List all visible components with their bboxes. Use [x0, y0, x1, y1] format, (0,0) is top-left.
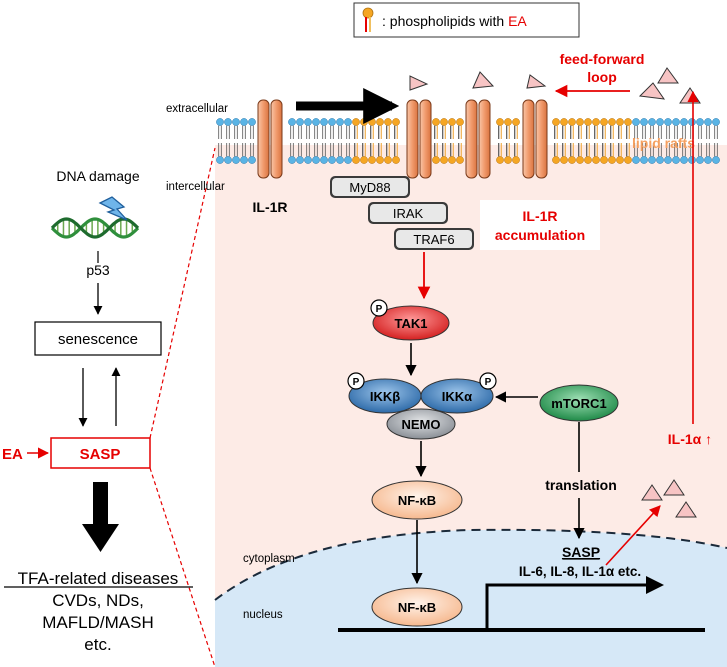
- feed-forward-label-2: loop: [587, 69, 617, 85]
- il1r-receptor-free: [257, 99, 283, 179]
- sasp-to-disease-arrow: [82, 482, 119, 552]
- intercellular-label: intercellular: [166, 181, 225, 193]
- ikka-label: IKKα: [442, 389, 472, 404]
- il1r-receptor-bound-1: [406, 99, 432, 179]
- disease-line-4: etc.: [84, 635, 111, 654]
- disease-title: TFA-related diseases: [18, 569, 179, 588]
- nemo-node: [386, 408, 456, 440]
- mtorc1-node: [539, 384, 619, 422]
- ikkb-phospho-badge: [347, 372, 365, 390]
- ikka-node: [420, 378, 494, 414]
- dna-damage-label: DNA damage: [56, 168, 139, 184]
- p53-label: p53: [86, 262, 110, 278]
- ea-label: EA: [2, 446, 23, 463]
- il1a-ligand-free-3: [679, 87, 701, 104]
- il1a-ligand-bound-2: [472, 71, 495, 89]
- sasp-label: SASP: [80, 446, 121, 463]
- nucleus-region: [215, 529, 727, 667]
- disease-line-3: MAFLD/MASH: [42, 613, 153, 632]
- zoom-line-bottom: [149, 467, 216, 667]
- zoom-line-top: [149, 147, 216, 439]
- il1r-accumulation-label-2: accumulation: [495, 227, 585, 243]
- transcription-start-arrow: [485, 583, 648, 630]
- nemo-label: NEMO: [402, 417, 441, 432]
- il1a-ligand-secreted-1: [641, 484, 663, 501]
- il1a-ligand-bound-1: [409, 75, 429, 91]
- sasp-output-title: SASP: [562, 544, 600, 560]
- svg-text:TRAF6: TRAF6: [413, 232, 454, 247]
- senescence-box: [34, 321, 162, 356]
- legend-box: [353, 2, 580, 38]
- il1a-ligand-bound-3: [526, 74, 547, 89]
- il1r-receptor-bound-3: [522, 99, 548, 179]
- nucleus-label: nucleus: [243, 609, 283, 621]
- nfkb-cytoplasm-label: NF-κB: [398, 493, 436, 508]
- ikkb-phospho-label: P: [353, 377, 360, 388]
- svg-text:MyD88: MyD88: [349, 180, 390, 195]
- il1r-label: IL-1R: [253, 199, 288, 215]
- myd88-box: MyD88: [330, 176, 410, 198]
- nfkb-nucleus-label: NF-κB: [398, 600, 436, 615]
- svg-text:IRAK: IRAK: [393, 206, 424, 221]
- transcription-arrowhead: [646, 576, 664, 594]
- senescence-label: senescence: [58, 331, 138, 348]
- sasp-output-list: IL-6, IL-8, IL-1α etc.: [519, 564, 641, 579]
- cytoplasm-label: cytoplasm: [243, 553, 295, 565]
- nfkb-cytoplasm-node: [371, 480, 463, 520]
- lipid-rafts-label: lipid rafts: [632, 135, 695, 151]
- lightning-icon: [98, 196, 128, 221]
- extracellular-label: extracellular: [166, 103, 228, 115]
- translation-label: translation: [545, 477, 617, 493]
- tak1-label: TAK1: [395, 316, 428, 331]
- tak1-phospho-label: P: [376, 304, 383, 315]
- il1r-accumulation-label-1: IL-1R: [523, 208, 558, 224]
- traf6-box: TRAF6: [394, 228, 474, 250]
- il1a-ligand-secreted-2: [663, 479, 685, 496]
- ikkb-label: IKKβ: [370, 389, 400, 404]
- dna-helix-icon: [50, 217, 140, 239]
- nfkb-nucleus-node: [371, 587, 463, 627]
- il1r-receptor-bound-2: [465, 99, 491, 179]
- mtorc1-label: mTORC1: [551, 396, 606, 411]
- tak1-phospho-badge: [370, 299, 388, 317]
- secretion-arrow: [605, 505, 661, 566]
- il1r-accumulation-box: [480, 200, 600, 250]
- ikka-phospho-badge: [479, 372, 497, 390]
- legend-text: : phospholipids with EA: [382, 13, 527, 29]
- disease-line-2: CVDs, NDs,: [52, 591, 144, 610]
- il1a-ligand-free-1: [638, 82, 666, 100]
- irak-box: IRAK: [368, 202, 448, 224]
- il1a-ligand-secreted-3: [675, 501, 697, 518]
- il1a-label: IL-1α ↑: [668, 431, 712, 447]
- sasp-box: [50, 437, 151, 469]
- il1a-ligand-free-2: [657, 67, 679, 84]
- tak1-node: [372, 305, 450, 341]
- feed-forward-label-1: feed-forward: [560, 51, 645, 67]
- ikka-phospho-label: P: [485, 377, 492, 388]
- phospholipid-legend-icon: [362, 7, 374, 32]
